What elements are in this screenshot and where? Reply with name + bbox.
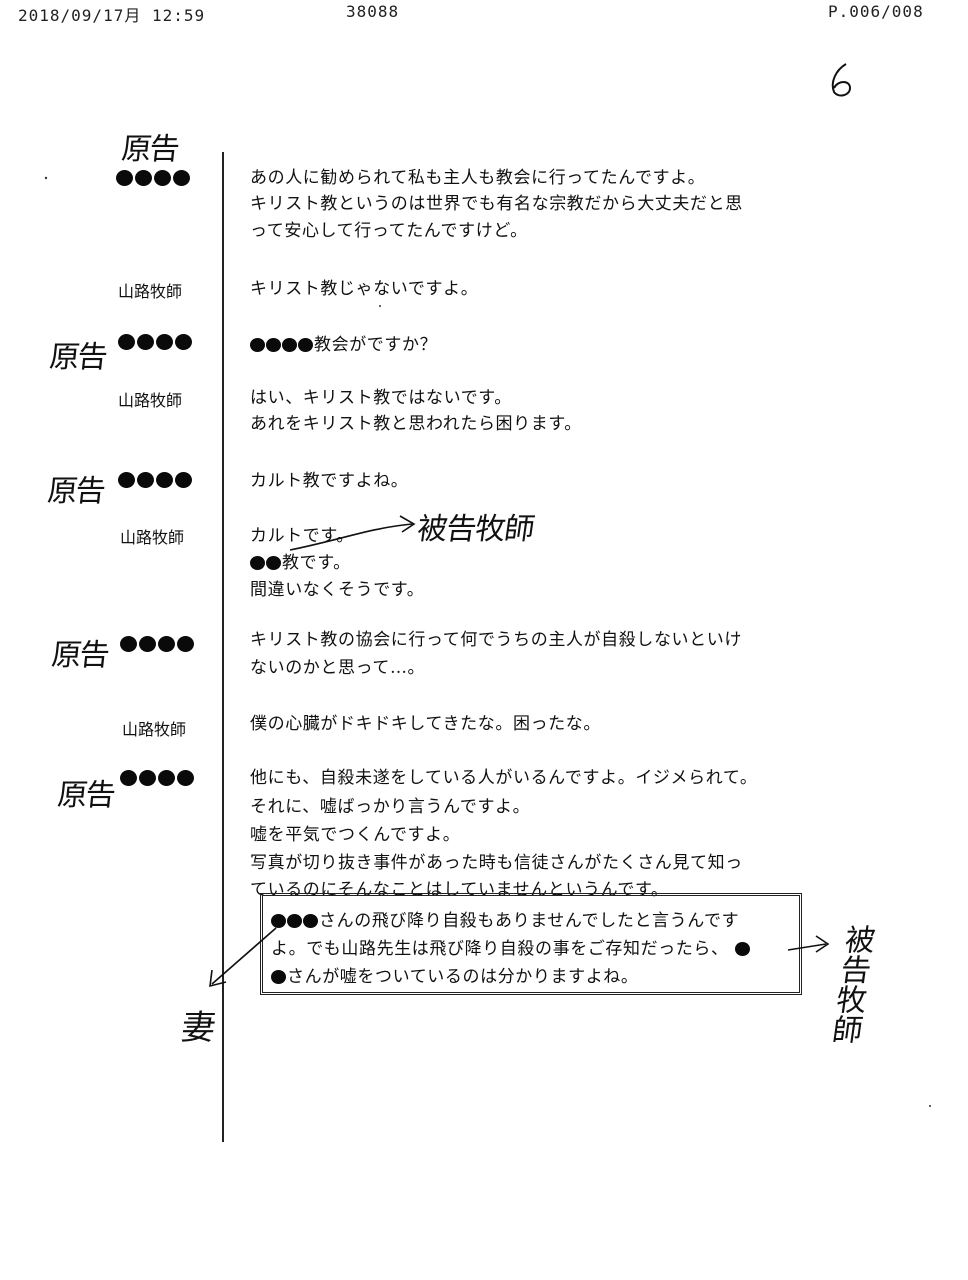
redaction-dot [156, 334, 173, 350]
redaction-dot [734, 942, 750, 956]
redaction-dot [158, 636, 175, 652]
dialogue-line: キリスト教というのは世界でも有名な宗教だから大丈夫だと思 [250, 194, 743, 214]
redaction-dot [271, 914, 286, 928]
redaction-marks [118, 472, 192, 488]
redaction-marks [271, 914, 318, 928]
boxed-passage: さんの飛び降り自殺もありませんでしたと言うんです よ。でも山路先生は飛び降り自殺… [260, 893, 802, 995]
scan-speck [379, 305, 381, 307]
redaction-dot [250, 556, 265, 570]
redaction-dot [271, 970, 286, 984]
arrowhead [209, 969, 227, 988]
redaction-marks [250, 338, 313, 352]
boxed-line: よ。でも山路先生は飛び降り自殺の事をご存知だったら、 [271, 934, 751, 959]
dialogue-text: 教です。 [282, 553, 351, 573]
redaction-marks [271, 970, 286, 984]
redaction-dot [303, 914, 318, 928]
dialogue-line: それに、嘘ばっかり言うんですよ。 [250, 797, 531, 817]
redaction-dot [282, 338, 297, 352]
redaction-dot [139, 770, 156, 786]
redaction-marks [250, 556, 281, 570]
redaction-dot [287, 914, 302, 928]
redaction-dot [177, 636, 194, 652]
redaction-marks [118, 334, 192, 350]
redaction-dot [156, 472, 173, 488]
fax-header: 2018/09/17月 12:59 38088 P.006/008 [0, 2, 968, 25]
redaction-dot [266, 556, 281, 570]
redaction-marks [120, 636, 194, 652]
dialogue-line: 他にも、自殺未遂をしている人がいるんですよ。イジメられて。 [250, 768, 758, 788]
redaction-dot [139, 636, 156, 652]
dialogue-line: 写真が切り抜き事件があった時も信徒さんがたくさん見て知っ [250, 853, 743, 873]
redaction-dot [175, 472, 192, 488]
redaction-dot [118, 472, 135, 488]
redaction-dot [116, 170, 133, 186]
arrow-to-defendant-pastor [289, 523, 413, 551]
arrowhead [399, 515, 416, 533]
handwritten-page-number [831, 63, 852, 97]
dialogue-line: カルト教ですよね。 [250, 471, 409, 491]
dialogue-line: ないのかと思って…。 [250, 658, 426, 678]
dialogue-line: あの人に勧められて私も主人も教会に行ってたんですよ。 [250, 168, 706, 188]
dialogue-line: 教会がですか？ [250, 330, 437, 355]
redaction-dot [250, 338, 265, 352]
redaction-dot [154, 170, 171, 186]
vertical-divider [222, 152, 224, 1142]
dialogue-line: キリスト教の協会に行って何でうちの主人が自殺しないといけ [250, 630, 742, 650]
dialogue-line: 嘘を平気でつくんですよ。 [250, 825, 461, 845]
speaker-pastor: 山路牧師 [118, 391, 183, 410]
redaction-dot [137, 334, 154, 350]
dialogue-line: あれをキリスト教と思われたら困ります。 [250, 414, 582, 434]
boxed-line: さんが嘘をついているのは分かりますよね。 [271, 962, 639, 987]
redaction-dot [298, 338, 313, 352]
fax-page-number: P.006/008 [828, 2, 924, 21]
dialogue-line: って安心して行ってたんですけど。 [250, 221, 528, 241]
dialogue-line: 教です。 [250, 548, 351, 573]
redaction-marks [120, 770, 194, 786]
arrowhead [815, 935, 830, 953]
dialogue-text: 教会がですか？ [314, 335, 438, 355]
redaction-marks [734, 942, 750, 956]
redaction-dot [175, 334, 192, 350]
redaction-dot [118, 334, 135, 350]
redaction-dot [173, 170, 190, 186]
scan-speck [44, 176, 48, 180]
fax-sender-id: 38088 [346, 2, 400, 21]
redaction-dot [135, 170, 152, 186]
speaker-pastor: 山路牧師 [118, 282, 183, 301]
arrow-to-defendant-pastor-right [787, 943, 827, 951]
speaker-pastor: 山路牧師 [122, 720, 187, 739]
boxed-text: さんが嘘をついているのは分かりますよね。 [287, 967, 639, 987]
redaction-dot [137, 472, 154, 488]
arrow-to-wife [211, 927, 277, 985]
dialogue-line: 僕の心臓がドキドキしてきたな。困ったな。 [250, 714, 601, 734]
redaction-marks [116, 170, 190, 186]
redaction-dot [120, 636, 137, 652]
dialogue-line: 間違いなくそうです。 [250, 580, 425, 600]
speaker-pastor: 山路牧師 [120, 528, 185, 547]
redaction-dot [177, 770, 194, 786]
boxed-text: さんの飛び降り自殺もありませんでしたと言うんです [319, 911, 740, 931]
redaction-dot [266, 338, 281, 352]
scan-speck [929, 1105, 931, 1107]
redaction-dot [158, 770, 175, 786]
dialogue-line: はい、キリスト教ではないです。 [250, 388, 512, 408]
dialogue-line: キリスト教じゃないですよ。 [250, 279, 479, 299]
boxed-line: さんの飛び降り自殺もありませんでしたと言うんです [271, 906, 739, 931]
fax-datetime: 2018/09/17月 12:59 [18, 6, 206, 25]
redaction-dot [120, 770, 137, 786]
boxed-text: よ。でも山路先生は飛び降り自殺の事をご存知だったら、 [271, 939, 729, 959]
